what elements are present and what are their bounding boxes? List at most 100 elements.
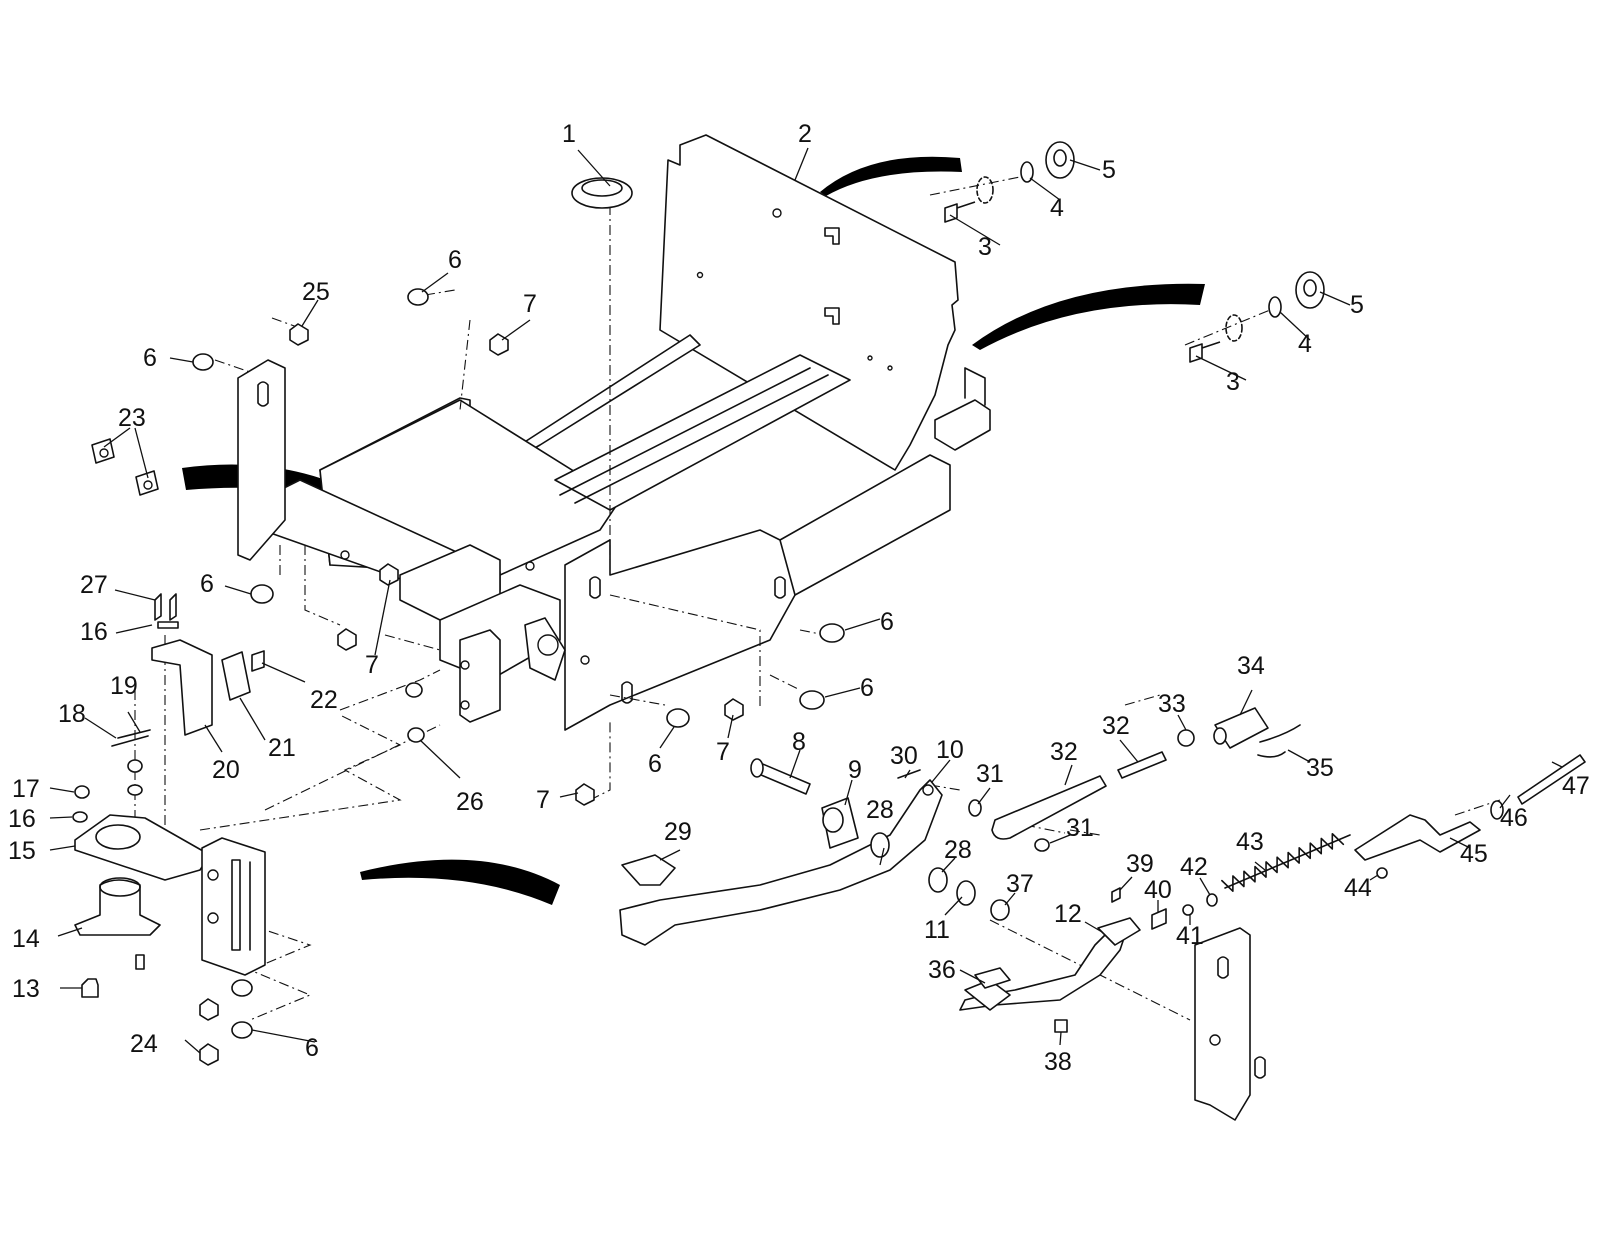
leader-47 [1551,761,1563,768]
leader-37 [1004,892,1016,906]
leader-7a [501,319,531,341]
leader-6g [251,1029,316,1043]
callout-5: 5 [1350,291,1364,319]
part-1-grommet [571,177,633,209]
callout-19: 19 [110,672,138,700]
hitch-bracket-hole-2 [460,700,470,710]
leader-4a [1029,177,1061,201]
leader-5b [1319,291,1351,306]
part-32-rod [1117,751,1167,779]
callout-30: 30 [890,742,918,770]
part-23-clip-1-hole [99,448,109,458]
leader-20 [204,724,223,753]
callout-23: 23 [118,404,146,432]
part-17-nut-a [127,759,143,773]
callout-32: 32 [1102,712,1130,740]
assembly-line-9 [609,594,761,710]
floor-hole [525,561,535,571]
leader-31b [1049,834,1071,844]
callout-4: 4 [1298,330,1312,358]
right-side-plate [1194,927,1251,1121]
right-side-plate-slot-2 [1254,1056,1266,1079]
leader-35 [1287,749,1311,763]
part-13-bolt [81,978,99,998]
leader-9 [844,779,853,806]
part-38-label [1054,1019,1068,1033]
leader-16a [115,624,153,634]
leader-43 [1254,861,1266,871]
leader-45 [1449,837,1471,849]
swoosh-right [972,283,1205,350]
leader-6e [824,687,861,698]
part-7-bolt-right [724,698,744,721]
part-25-bolt [289,323,309,346]
leader-6b [169,357,194,363]
leader-3b [1195,355,1247,381]
frame-right-wall-hole [580,655,590,665]
part-11-bearing [956,880,976,906]
part-14-bearing-housing [74,879,161,936]
leader-2 [794,147,809,181]
part-6-washer-plate-2 [231,979,253,997]
frame-right-wall [564,529,796,731]
part-6-washer-mid [250,584,274,604]
rear-plate-hole [772,208,782,218]
callout-35: 35 [1306,754,1334,782]
frame-cross-channel [554,354,851,511]
swoosh-upper [820,156,962,196]
frame-left-upright-slot [257,381,269,407]
pedal-assembly [619,707,1586,1121]
callout-40: 40 [1144,876,1172,904]
callout-7: 7 [523,290,537,318]
part-7-bolt-left [379,563,399,586]
swoosh-bottom [360,859,560,905]
assembly-line-15 [199,714,402,831]
rear-plate-dot [696,271,704,279]
part-bolt-housing [135,954,145,970]
part-9-bushing-flange [822,807,844,833]
callout-25: 25 [302,278,330,306]
leader-7b [374,579,391,656]
leader-18 [84,717,117,739]
callout-42: 42 [1180,853,1208,881]
hitch-bracket-hole-1 [460,660,470,670]
callout-43: 43 [1236,828,1264,856]
frame-left-upright [237,359,286,561]
leader-12 [1084,921,1103,933]
assembly-line-4 [214,359,251,373]
callout-6: 6 [200,570,214,598]
leader-46 [1499,794,1511,809]
callout-6: 6 [648,750,662,778]
part-6-washer-left [192,353,214,371]
part-18-19-screws [111,729,151,747]
part-mount-bracket-slots [231,859,251,951]
leader-14 [57,927,83,937]
assembly-line-11 [769,674,801,691]
main-frame [237,134,991,731]
callout-21: 21 [268,734,296,762]
callout-14: 14 [12,925,40,953]
part-6-washer-right-lower [799,690,825,710]
part-phantom-washer-lower [1225,314,1243,342]
callout-16: 16 [80,618,108,646]
part-32-link-arm [991,775,1107,840]
leader-27 [114,589,156,601]
part-28-washer-a [870,832,890,858]
right-side-plate-slot-1 [1217,956,1229,979]
callout-27: 27 [80,571,108,599]
leader-17 [49,787,75,793]
leader-29 [659,849,681,861]
leader-7c [727,714,734,739]
frame-cross-channel-ridge [559,367,829,504]
hitch-eye-hole [537,634,559,656]
part-5-eye-nut-lower [1295,271,1325,309]
part-12-pedal-hub [1097,917,1141,946]
part-7-bolt-left-2 [337,628,357,651]
leader-42 [1199,877,1211,896]
callout-6: 6 [860,674,874,702]
right-side-plate-hole [1209,1034,1221,1046]
frame-right-rail [779,454,951,596]
callout-8: 8 [792,728,806,756]
part-16-washer-lower-2 [127,784,143,796]
callout-39: 39 [1126,850,1154,878]
